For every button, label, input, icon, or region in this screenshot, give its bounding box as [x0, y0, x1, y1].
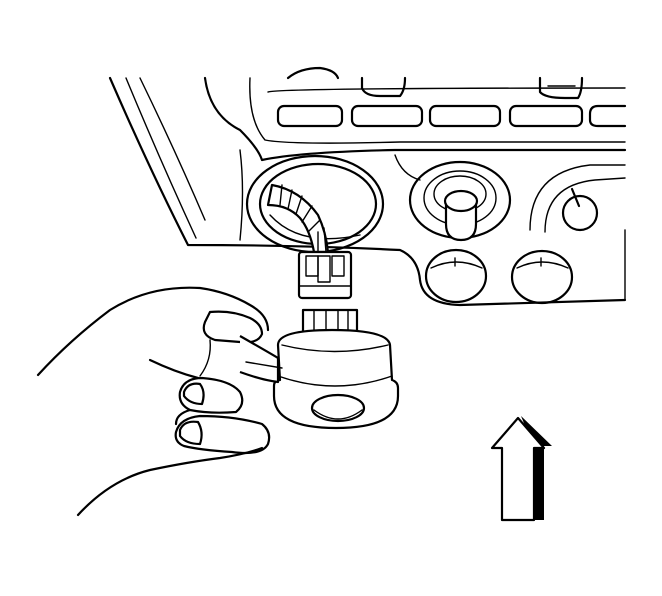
- up-arrow-body: [490, 416, 546, 522]
- middle-trim-line: [394, 154, 421, 181]
- hand-fingernail-1: [182, 382, 205, 406]
- switch-knob-face: [310, 393, 366, 423]
- top-slot-4: [508, 104, 584, 128]
- panel-outer-edge-inner: [125, 77, 197, 239]
- upper-knob-3: [538, 76, 584, 100]
- top-shell-line: [267, 87, 626, 93]
- wiring-harness: [266, 183, 330, 254]
- bezel-lower-trim: [239, 149, 244, 241]
- switch-housing: [272, 328, 400, 430]
- switch-housing-seam: [281, 344, 389, 353]
- lower-knob-right: [510, 249, 574, 305]
- right-gauge-ring: [529, 164, 626, 231]
- bezel-curve: [203, 76, 627, 162]
- right-small-knob-pointer: [570, 187, 581, 208]
- top-slot-3: [428, 104, 502, 128]
- connector-body: [297, 250, 353, 300]
- top-slot-5: [588, 104, 627, 128]
- top-slot-2: [350, 104, 424, 128]
- switch-housing-rim: [277, 375, 393, 387]
- hand-finger-gap: [174, 408, 192, 426]
- harness-tape-4: [301, 205, 313, 223]
- center-control: [408, 160, 512, 242]
- hand-thumb: [202, 310, 264, 344]
- upper-knob-1: [286, 66, 340, 80]
- hand-tool-line: [245, 361, 283, 369]
- right-gauge-ring-inner: [544, 177, 626, 233]
- removed-switch: [272, 308, 400, 430]
- top-slot-1: [276, 104, 344, 128]
- harness-tape-2: [287, 189, 293, 210]
- connector-pin-2: [331, 255, 345, 277]
- switch-knob-shadow: [313, 409, 363, 420]
- harness-tape-1: [279, 184, 283, 206]
- hand-lower-outline: [76, 446, 264, 517]
- lower-knobs: [424, 248, 574, 305]
- bezel-curve-inner: [249, 77, 626, 144]
- dashboard-panel: [108, 66, 627, 307]
- hand-fingernail-2: [178, 420, 203, 446]
- up-arrow-icon: [490, 416, 552, 522]
- hand-palm-outline: [36, 286, 270, 377]
- lower-knob-left: [424, 248, 488, 304]
- center-control-stick-top: [443, 189, 479, 213]
- harness-tape-5: [307, 219, 321, 233]
- panel-outer-edge: [108, 76, 627, 307]
- hand-palm-crease: [199, 339, 211, 377]
- hand-pinch-finger: [239, 335, 280, 384]
- socket-depth-line: [269, 214, 361, 240]
- up-arrow-shadow: [521, 416, 552, 520]
- connector-latch: [317, 255, 331, 283]
- panel-outer-edge-inner-2: [139, 77, 206, 221]
- hand-icon: [36, 286, 283, 517]
- harness-wire-split: [317, 227, 327, 253]
- harness-tape-3: [295, 195, 303, 215]
- hand-knuckle-line: [148, 358, 200, 380]
- right-small-knob: [561, 194, 599, 232]
- electrical-connector: [297, 250, 353, 300]
- upper-knob-2: [360, 76, 407, 98]
